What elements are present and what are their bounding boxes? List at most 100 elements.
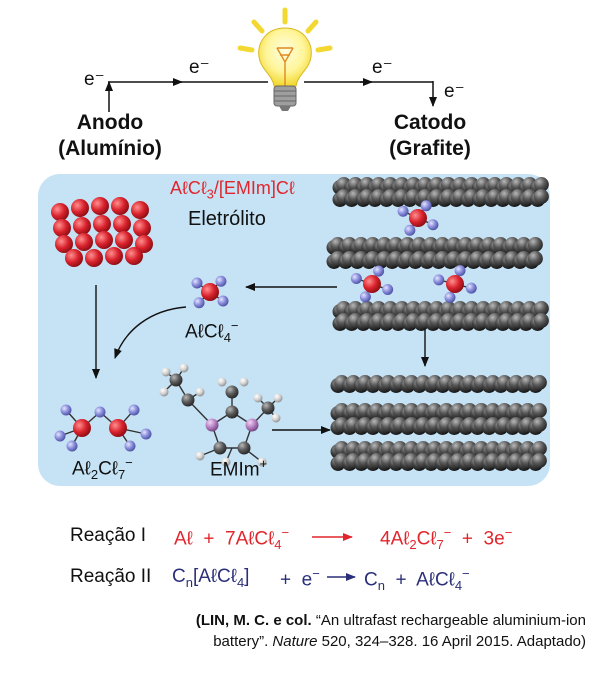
emim-label: EMIm+ (210, 456, 268, 481)
nitrogen-atom (205, 418, 219, 432)
chlorine-atom (359, 291, 371, 303)
aluminum-anode-atom (135, 235, 153, 253)
graphite-atom (531, 417, 547, 432)
aluminum-anode-atom (133, 219, 151, 237)
light-bulb-icon (237, 7, 333, 111)
aluminum-anode-atom (93, 215, 111, 233)
graphite-atom (527, 237, 543, 252)
hydrogen-atom (179, 363, 189, 373)
carbon-atom (225, 385, 239, 399)
external-circuit (105, 78, 437, 112)
aluminum-anode-atom (125, 247, 143, 265)
hydrogen-atom (257, 457, 267, 467)
graphite-atom (531, 441, 547, 456)
graphite-atom (533, 313, 549, 328)
aluminum-anode-atom (95, 231, 113, 249)
anode-electron-label: e⁻ (84, 69, 105, 90)
aluminum-atom (73, 419, 91, 437)
aluminum-atom (109, 419, 127, 437)
aluminum-anode-atom (65, 249, 83, 267)
cathode-title: Catodo (393, 111, 467, 134)
chlorine-atom (427, 219, 439, 231)
graphite-atom (527, 251, 543, 266)
hydrogen-atom (221, 457, 231, 467)
carbon-atom (225, 405, 239, 419)
aluminum-anode-atom (73, 217, 91, 235)
graphite-atom (533, 301, 549, 316)
anode-material: (Alumínio) (58, 137, 162, 160)
chlorine-atom (350, 273, 362, 285)
hydrogen-atom (273, 393, 283, 403)
chlorine-atom (193, 297, 205, 309)
chlorine-atom (397, 205, 409, 217)
wire-left-electron-label: e⁻ (189, 57, 210, 78)
aluminum-anode-atom (91, 197, 109, 215)
chlorine-atom (217, 295, 229, 307)
aluminum-anode-atom (105, 247, 123, 265)
anode-label: Anodo (Alumínio) (30, 110, 190, 162)
anode-title: Anodo (76, 111, 144, 134)
hydrogen-atom (271, 413, 281, 423)
graphite-atom (531, 403, 547, 418)
graphite-atom (531, 453, 547, 468)
chlorine-atom (454, 265, 466, 277)
chlorine-atom (420, 200, 432, 212)
hydrogen-atom (161, 367, 171, 377)
chlorine-atom (140, 428, 152, 440)
nitrogen-atom (245, 418, 259, 432)
aluminum-atom (446, 275, 464, 293)
chlorine-atom (404, 224, 416, 236)
aluminum-anode-atom (71, 199, 89, 217)
aluminum-anode-atom (131, 201, 149, 219)
alcl4-to-al2cl7-arrow (114, 306, 187, 359)
aluminum-anode-atom (113, 215, 131, 233)
aluminum-anode-atom (75, 233, 93, 251)
chlorine-atom (191, 277, 203, 289)
aluminum-anode-atom (115, 231, 133, 249)
chlorine-atom (124, 440, 136, 452)
chlorine-atom (373, 265, 385, 277)
reaction-1-label: Reação I (70, 525, 147, 546)
hydrogen-atom (195, 451, 205, 461)
chlorine-atom (465, 282, 477, 294)
alcl4-label: AℓCℓ4− (185, 318, 239, 346)
chlorine-atom (66, 440, 78, 452)
graphite-atom (531, 375, 547, 390)
chlorine-atom (444, 291, 456, 303)
graphite-atom (533, 177, 549, 192)
aluminum-anode-atom (51, 203, 69, 221)
hydrogen-atom (159, 387, 169, 397)
carbon-atom (261, 401, 275, 415)
reaction-2-electron: + e− (280, 566, 320, 591)
chlorine-atom (54, 430, 66, 442)
molecular-models (51, 177, 549, 471)
wire-right-electron-label: e⁻ (372, 57, 393, 78)
hydrogen-atom (253, 393, 263, 403)
al2cl7-label: Aℓ2Cℓ7− (72, 455, 133, 483)
reaction-1-products: 4Aℓ2Cℓ7− + 3e− (380, 525, 513, 553)
aluminum-atom (409, 209, 427, 227)
reaction-2-products: Cn + AℓCℓ4− (364, 566, 470, 594)
chlorine-atom (60, 404, 72, 416)
reaction-2-label: Reação II (70, 566, 152, 587)
hydrogen-atom (195, 387, 205, 397)
reaction-1-reactants: Aℓ + 7AℓCℓ4− (174, 525, 290, 553)
cathode-material: (Grafite) (389, 137, 471, 160)
aluminum-anode-atom (85, 249, 103, 267)
chlorine-atom (94, 406, 106, 418)
carbon-atom (237, 441, 251, 455)
hydrogen-atom (239, 377, 249, 387)
aluminum-anode-atom (53, 219, 71, 237)
cathode-electron-label: e⁻ (444, 81, 465, 102)
carbon-atom (169, 373, 183, 387)
carbon-atom (213, 441, 227, 455)
chlorine-atom (215, 275, 227, 287)
chlorine-atom (382, 283, 394, 295)
aluminum-atom (363, 275, 381, 293)
citation: (LIN, M. C. e col. “An ultrafast recharg… (195, 612, 586, 650)
carbon-atom (181, 393, 195, 407)
graphite-atom (533, 189, 549, 204)
cathode-label: Catodo (Grafite) (355, 110, 505, 162)
aluminum-anode-atom (111, 197, 129, 215)
